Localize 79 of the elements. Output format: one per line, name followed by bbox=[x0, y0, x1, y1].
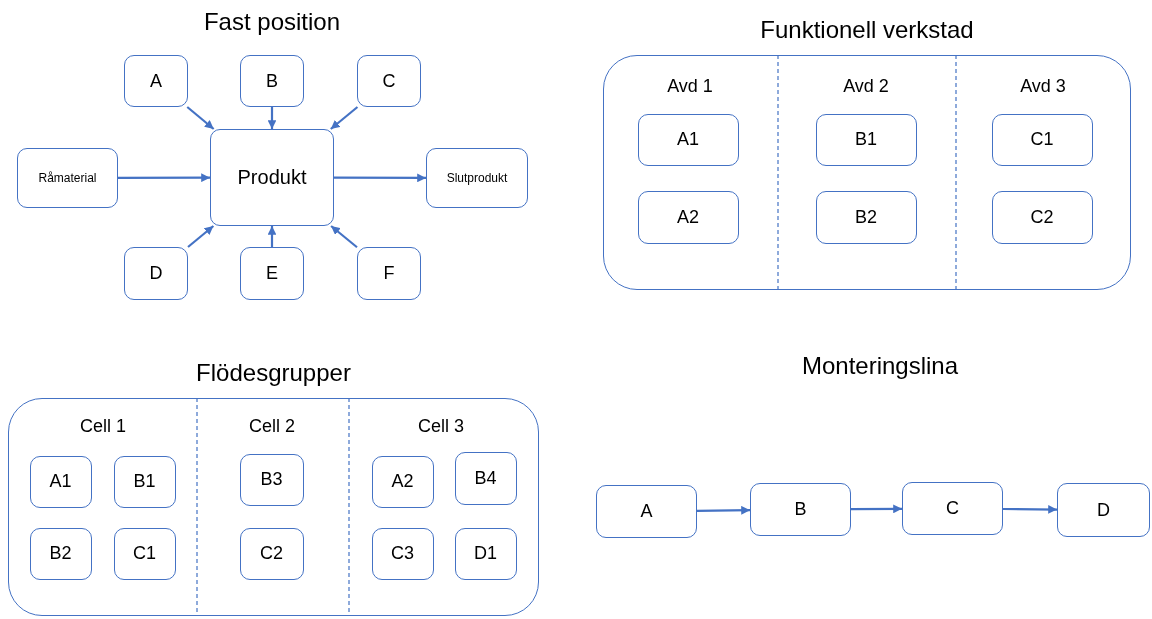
process-box bbox=[637, 190, 739, 244]
column-heading: Avd 1 bbox=[667, 76, 713, 97]
process-box bbox=[991, 190, 1093, 244]
section-title: Flödesgrupper bbox=[195, 359, 352, 387]
node-label: A bbox=[640, 501, 653, 522]
node-label: C3 bbox=[391, 543, 414, 564]
node-label: A1 bbox=[49, 471, 72, 492]
node-label: D bbox=[149, 263, 163, 284]
process-box bbox=[750, 483, 851, 536]
arrow bbox=[851, 504, 902, 514]
arrow bbox=[118, 173, 210, 183]
node-label: A1 bbox=[677, 129, 699, 150]
process-box bbox=[113, 527, 176, 580]
process-box bbox=[1057, 483, 1150, 537]
process-box bbox=[991, 113, 1093, 166]
process-box bbox=[239, 453, 304, 506]
node-label: C bbox=[946, 498, 959, 519]
node-label: C bbox=[382, 70, 396, 92]
arrow bbox=[330, 106, 359, 130]
process-box bbox=[815, 190, 917, 244]
process-box bbox=[454, 527, 517, 580]
process-box bbox=[17, 148, 118, 208]
node-label: B4 bbox=[474, 467, 497, 489]
arrow bbox=[267, 107, 277, 129]
process-box bbox=[357, 55, 421, 107]
process-box bbox=[124, 247, 188, 300]
node-label: Råmaterial bbox=[38, 171, 97, 185]
arrow bbox=[187, 225, 215, 248]
node-label: Slutprodukt bbox=[446, 171, 508, 185]
node-label: B1 bbox=[133, 471, 156, 492]
column-heading: Avd 2 bbox=[843, 76, 889, 97]
column-heading: Cell 1 bbox=[80, 416, 126, 437]
node-label: B1 bbox=[855, 129, 877, 150]
arrow bbox=[697, 505, 750, 515]
node-label: B bbox=[794, 499, 807, 520]
node-label: B3 bbox=[260, 469, 283, 490]
section-title: Funktionell verkstad bbox=[759, 16, 975, 44]
process-box bbox=[239, 527, 304, 580]
node-label: B2 bbox=[855, 206, 877, 228]
node-label: A bbox=[150, 70, 162, 92]
process-box bbox=[113, 455, 176, 508]
arrow bbox=[186, 106, 215, 130]
column-heading: Cell 2 bbox=[249, 416, 295, 437]
process-box bbox=[29, 455, 92, 508]
column-heading: Avd 3 bbox=[1020, 76, 1066, 97]
process-box bbox=[210, 129, 334, 226]
node-label: B2 bbox=[49, 543, 72, 564]
process-box bbox=[637, 113, 739, 166]
section-title: Monteringslina bbox=[801, 352, 959, 380]
arrow bbox=[1003, 505, 1057, 514]
process-box bbox=[240, 247, 304, 300]
process-box bbox=[124, 55, 188, 107]
process-box bbox=[815, 113, 917, 166]
arrow bbox=[330, 225, 358, 249]
node-label: C2 bbox=[260, 543, 283, 564]
process-box bbox=[29, 527, 92, 580]
process-box bbox=[426, 148, 528, 208]
node-label: F bbox=[383, 263, 395, 284]
process-box bbox=[357, 247, 421, 300]
process-box bbox=[371, 527, 434, 580]
node-label: Produkt bbox=[237, 166, 307, 189]
node-label: C2 bbox=[1030, 206, 1054, 228]
process-box bbox=[596, 485, 697, 538]
process-box bbox=[371, 455, 434, 508]
arrow bbox=[334, 173, 426, 183]
process-box bbox=[240, 55, 304, 107]
node-label: C1 bbox=[133, 543, 156, 564]
node-label: D1 bbox=[474, 543, 497, 564]
node-label: A2 bbox=[391, 471, 414, 492]
arrow bbox=[267, 226, 277, 247]
section-title: Fast position bbox=[203, 8, 341, 36]
process-box bbox=[902, 482, 1003, 535]
process-box bbox=[454, 451, 517, 505]
node-label: D bbox=[1097, 499, 1110, 521]
column-heading: Cell 3 bbox=[418, 416, 464, 437]
node-label: C1 bbox=[1030, 129, 1054, 150]
node-label: B bbox=[266, 70, 278, 92]
node-label: E bbox=[266, 263, 278, 284]
node-label: A2 bbox=[677, 206, 699, 228]
